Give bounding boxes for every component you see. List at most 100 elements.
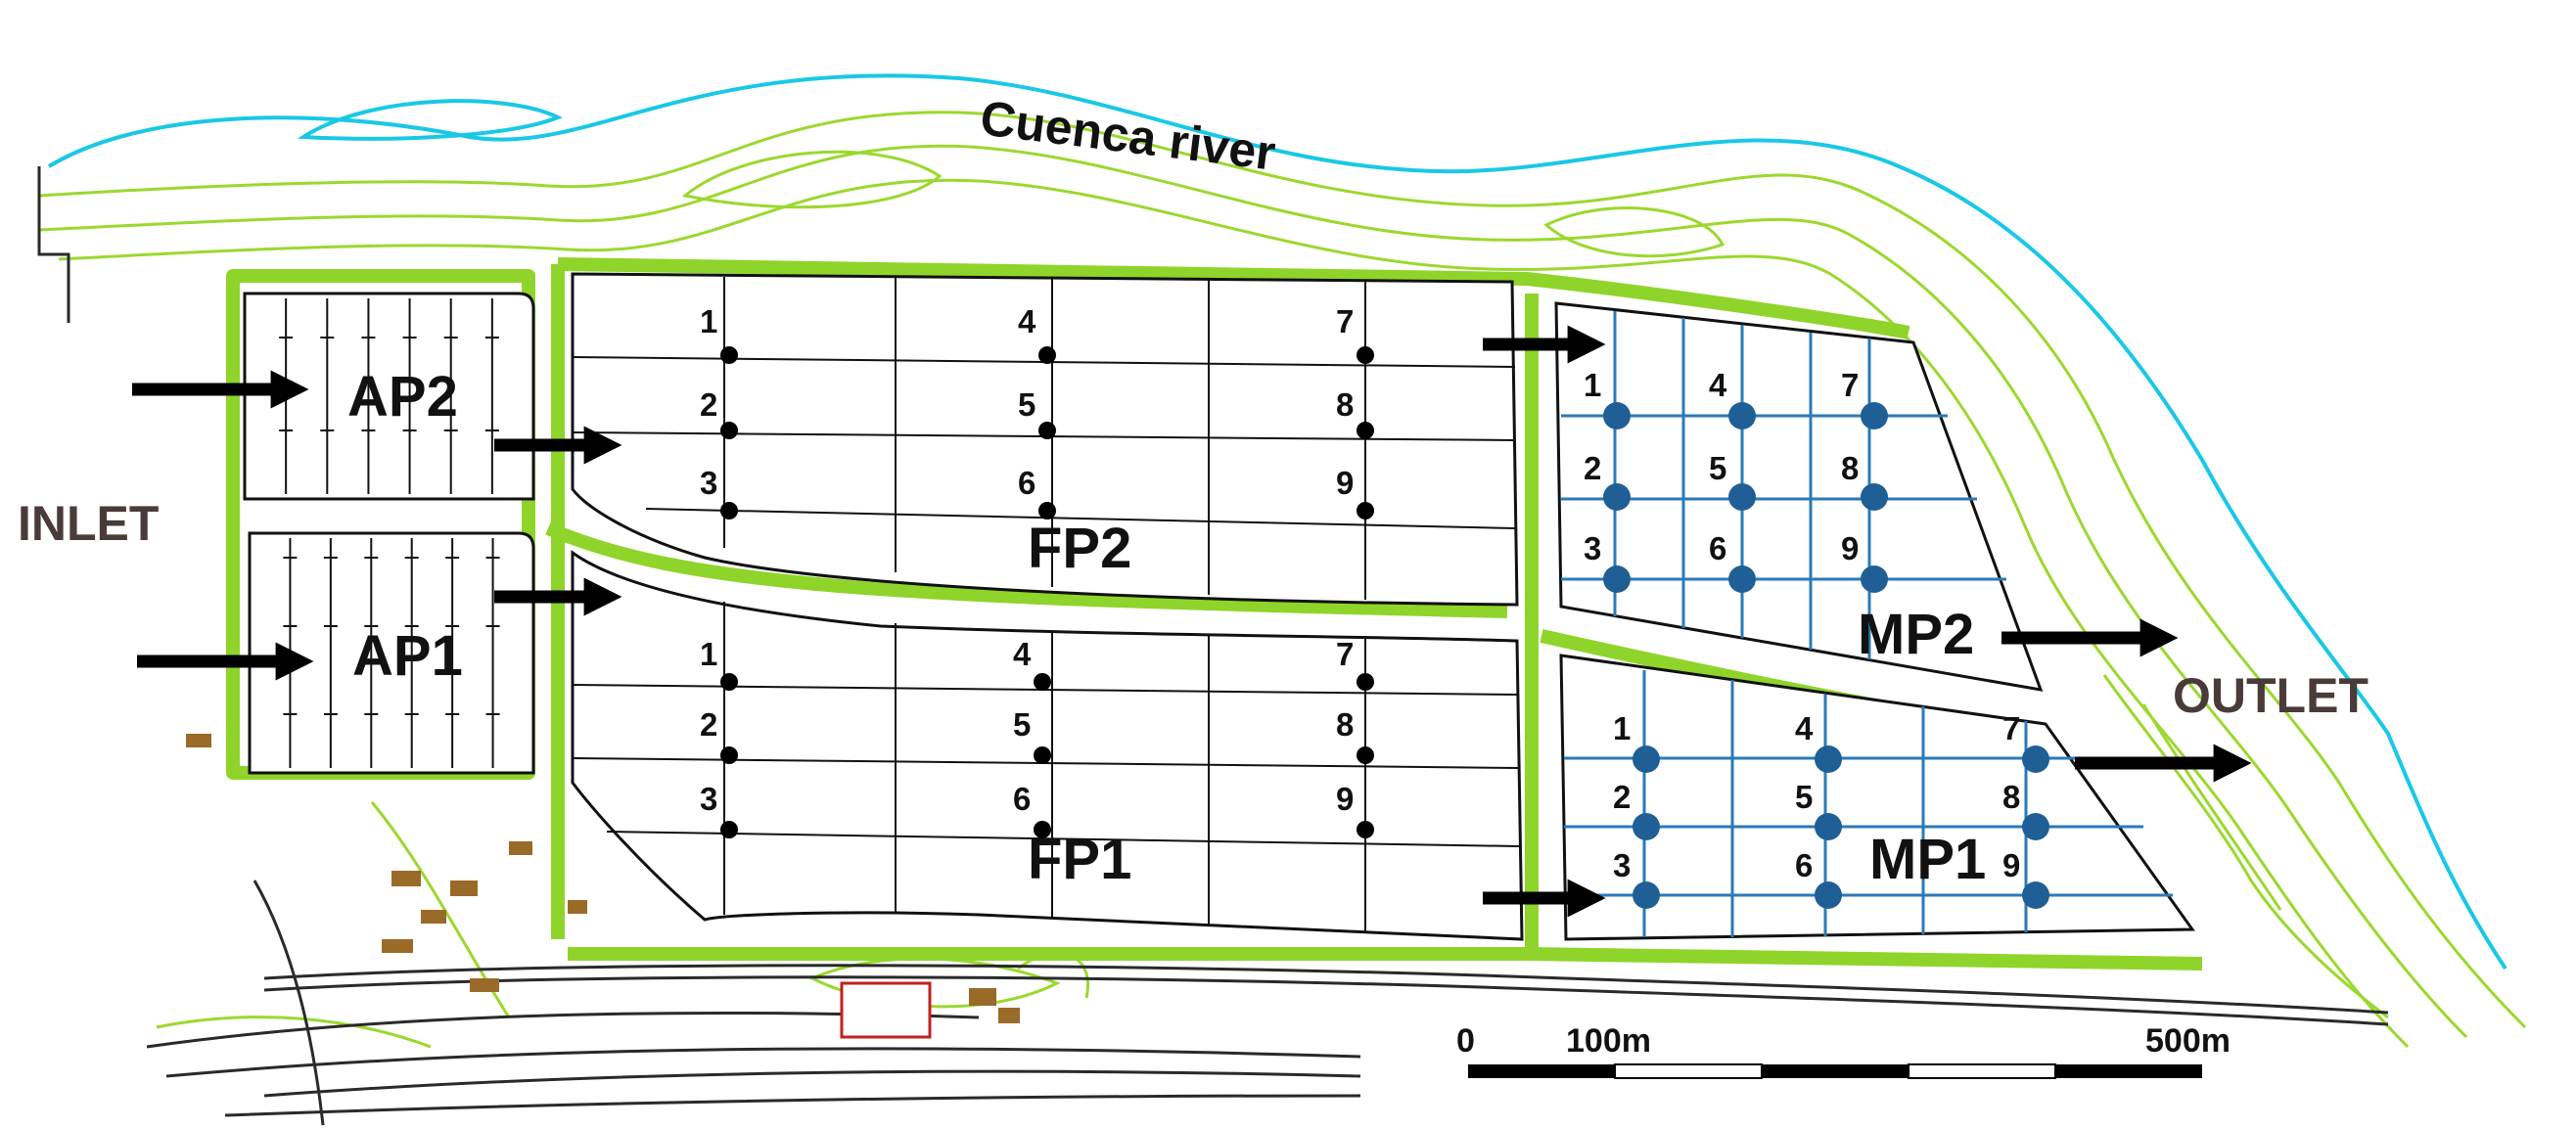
sampling-point-label: 9	[1336, 465, 1354, 501]
scale-tick-label-100: 100m	[1566, 1022, 1651, 1060]
pond-label-fp1: FP1	[1028, 828, 1131, 891]
sampling-point-mp2-9	[1861, 565, 1888, 593]
sampling-point-fp2-1	[720, 346, 738, 364]
sampling-point-label: 8	[1336, 386, 1354, 423]
pond-label-mp2: MP2	[1858, 603, 1974, 666]
sampling-point-label: 9	[1841, 530, 1859, 566]
sampling-point-mp1-6	[1815, 881, 1842, 909]
sampling-point-mp1-5	[1815, 813, 1842, 840]
sampling-point-mp1-2	[1633, 813, 1660, 840]
sampling-point-label: 1	[1613, 710, 1631, 746]
sampling-point-label: 7	[1336, 303, 1354, 339]
scale-segment-5	[2055, 1064, 2202, 1078]
sampling-point-label: 8	[2002, 779, 2020, 815]
scale-bar: 0 100m 500m	[1456, 1022, 2231, 1079]
building-compound	[840, 981, 932, 1039]
pond-labels: AP2 AP1 FP2 FP1 MP2 MP1	[347, 365, 1986, 891]
sampling-point-mp1-9	[2022, 881, 2049, 909]
sampling-point-label: 4	[1013, 636, 1032, 672]
pond-label-mp1: MP1	[1869, 828, 1986, 891]
sampling-point-mp2-4	[1728, 402, 1756, 429]
sampling-point-mp2-6	[1728, 565, 1756, 593]
sampling-point-mp2-1	[1603, 402, 1631, 429]
sampling-point-label: 3	[1584, 530, 1601, 566]
sampling-point-label: 5	[1709, 450, 1726, 486]
berm-top	[557, 257, 1910, 339]
pond-fp2-outline	[571, 272, 1519, 607]
sampling-point-label: 2	[1613, 779, 1631, 815]
sampling-point-mp1-4	[1815, 745, 1842, 773]
sampling-point-mp2-8	[1861, 483, 1888, 511]
pond-mp2-outline	[1554, 301, 2044, 692]
sampling-point-mp2-3	[1603, 565, 1631, 593]
sampling-point-fp2-6	[1038, 502, 1056, 519]
pond-label-ap1: AP1	[352, 624, 463, 688]
sampling-point-label: 6	[1709, 530, 1726, 566]
berm-middle-divider	[545, 521, 1508, 618]
sampling-point-label: 4	[1795, 710, 1814, 746]
sampling-point-label: 2	[700, 706, 717, 743]
scale-tick-label-500: 500m	[2145, 1022, 2231, 1060]
sampling-point-label: 5	[1018, 386, 1035, 423]
sampling-point-label: 4	[1709, 367, 1727, 403]
scale-tick-label-0: 0	[1456, 1022, 1475, 1060]
sampling-point-fp1-2	[720, 746, 738, 764]
sampling-point-mp1-3	[1633, 881, 1660, 909]
sampling-point-label: 3	[1613, 847, 1631, 883]
sampling-point-label: 7	[1841, 367, 1859, 403]
sampling-point-fp2-4	[1038, 346, 1056, 364]
sampling-point-fp2-9	[1357, 502, 1374, 519]
sampling-point-label: 1	[700, 636, 717, 672]
sampling-point-fp1-7	[1357, 673, 1374, 691]
sampling-point-label: 9	[2002, 847, 2020, 883]
scale-segment-3	[1762, 1064, 1909, 1078]
pond-label-ap2: AP2	[347, 365, 458, 429]
sampling-point-fp1-8	[1357, 746, 1374, 764]
river	[47, 73, 2507, 971]
pond-ap1-outline	[248, 531, 535, 775]
buildings	[186, 734, 1020, 1039]
river-label: Cuenca river	[978, 90, 1279, 181]
flow-arrows	[132, 325, 2252, 918]
sampling-point-label: 8	[1841, 450, 1859, 486]
sampling-point-label: 7	[1336, 636, 1354, 672]
pond-ap1	[248, 531, 535, 775]
sampling-point-label: 2	[1584, 450, 1601, 486]
sampling-point-label: 5	[1795, 779, 1813, 815]
scale-segment-2	[1614, 1063, 1763, 1079]
terrain-contours	[38, 111, 2527, 1049]
sampling-point-label: 1	[1584, 367, 1601, 403]
sampling-point-mp1-8	[2022, 813, 2049, 840]
sampling-point-mp2-5	[1728, 483, 1756, 511]
outlet-label: OUTLET	[2173, 668, 2369, 723]
pond-mp2	[1554, 301, 2044, 692]
sampling-point-label: 3	[700, 781, 717, 817]
sampling-point-fp2-5	[1038, 422, 1056, 439]
sampling-point-fp2-8	[1357, 422, 1374, 439]
sampling-point-fp1-3	[720, 821, 738, 838]
sampling-point-label: 8	[1336, 706, 1354, 743]
sampling-point-fp2-3	[720, 502, 738, 519]
sampling-point-mp1-7	[2022, 745, 2049, 773]
sampling-point-label: 2	[700, 386, 717, 423]
sampling-point-fp1-5	[1034, 746, 1051, 764]
sampling-point-fp1-6	[1034, 821, 1051, 838]
pond-mp1-outline	[1559, 654, 2195, 941]
sampling-point-label: 6	[1795, 847, 1813, 883]
pond-label-fp2: FP2	[1028, 517, 1131, 580]
sampling-point-label: 1	[700, 303, 717, 339]
sampling-point-label: 6	[1013, 781, 1031, 817]
sampling-point-fp1-9	[1357, 821, 1374, 838]
scale-segment-1	[1468, 1064, 1615, 1078]
river-island	[297, 99, 563, 141]
sampling-point-mp1-1	[1633, 745, 1660, 773]
sampling-point-mp2-2	[1603, 483, 1631, 511]
scale-segment-4	[1908, 1063, 2056, 1079]
river-bank	[47, 73, 2507, 971]
sampling-point-mp2-7	[1861, 402, 1888, 429]
sampling-point-label: 9	[1336, 781, 1354, 817]
sampling-point-label: 5	[1013, 706, 1031, 743]
sampling-point-fp2-2	[720, 422, 738, 439]
pond-ap2-outline	[243, 292, 535, 501]
